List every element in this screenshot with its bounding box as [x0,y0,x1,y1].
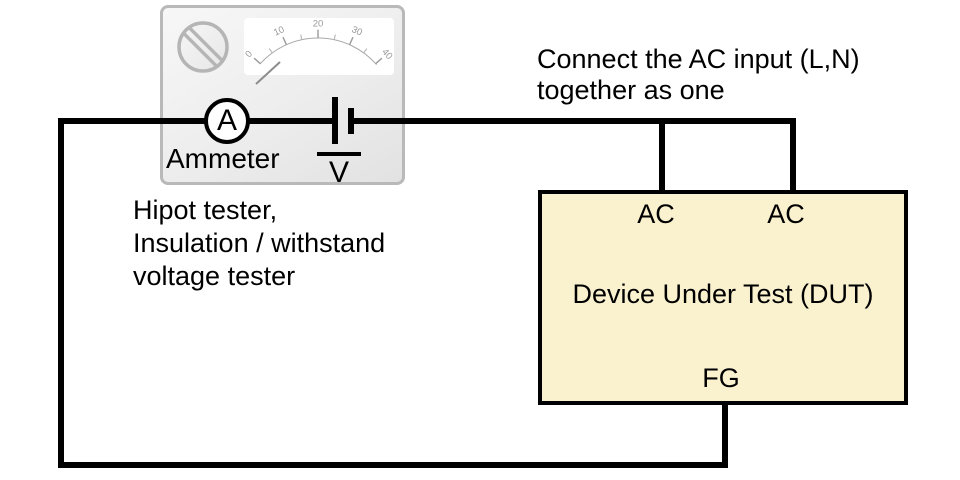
connection-note-line-1: Connect the AC input (L,N) [537,44,860,74]
wire-ac-drop-left [659,118,665,192]
connection-note-line-2: together as one [537,75,725,105]
knob-icon [177,21,229,73]
ammeter-label: Ammeter [166,143,280,174]
wire-top-left [58,118,332,124]
dut-terminal-ac-right: AC [767,199,805,229]
wire-ac-drop-right [790,118,796,192]
ammeter-symbol-letter: A [216,104,237,137]
tester-name-label: Hipot tester, Insulation / withstand vol… [133,194,385,293]
wire-left-vertical [58,118,64,468]
battery-plate-long [332,97,338,144]
analog-meter-icon: 0 10 20 30 40 [243,18,394,85]
meter-scale-30: 30 [350,24,364,38]
wire-bottom-horizontal [58,462,728,468]
dut-box [538,190,908,405]
dut-terminal-ac-left: AC [637,199,675,229]
meter-minor-ticks [268,34,368,54]
battery-plate-short [348,108,354,134]
wire-fg-drop [722,402,728,468]
dut-title: Device Under Test (DUT) [572,279,874,309]
dut-terminal-fg: FG [702,363,740,393]
wire-top-right [354,118,796,124]
meter-scale-0: 0 [243,49,255,60]
tester-name-line-2: Insulation / withstand [133,228,386,258]
meter-needle [255,61,281,85]
tester-name-line-1: Hipot tester, [133,195,278,225]
meter-scale-10: 10 [272,24,286,38]
meter-major-ticks [253,29,383,65]
ammeter-symbol: A [204,98,250,144]
connection-note: Connect the AC input (L,N) together as o… [537,44,860,106]
tester-name-line-3: voltage tester [133,261,296,291]
meter-scale-20: 20 [313,19,324,30]
voltage-source-symbol: V [317,152,361,188]
